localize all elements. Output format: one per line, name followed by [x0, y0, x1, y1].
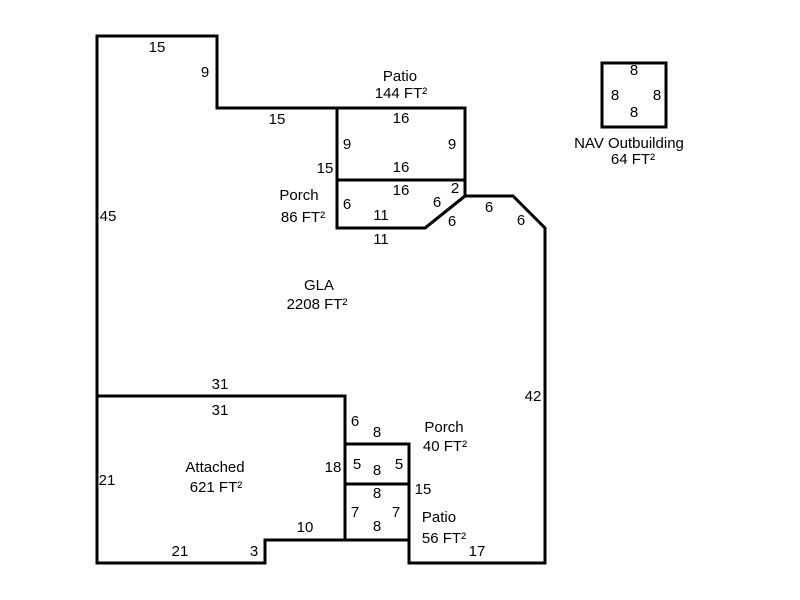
outbuilding-name: NAV Outbuilding [574, 135, 684, 152]
dim-gla-porch-bottom: 11 [373, 231, 389, 248]
dim-gla-above-porch-bottom: 6 [351, 413, 359, 430]
porch-bottom-name: Porch [424, 419, 463, 436]
dim-patio-top-right: 9 [448, 136, 456, 153]
dim-attached-top: 31 [212, 402, 229, 419]
outbuilding-outline[interactable] [600, 61, 668, 129]
dim-gla-right-of-porch-patio: 15 [415, 481, 432, 498]
dim-porch-top-bottom: 11 [373, 207, 389, 224]
dim-gla-right-of-patio: 15 [317, 160, 334, 177]
porch-bottom-area: 40 FT² [423, 438, 467, 455]
dim-outbuilding-bottom: 8 [630, 104, 638, 121]
dim-attached-step-horizontal: 10 [297, 519, 314, 536]
patio-top-area: 144 FT² [375, 85, 428, 102]
patio-bottom-area: 56 FT² [422, 530, 466, 547]
dim-porch-top-top: 16 [393, 182, 410, 199]
dim-patio-top-top: 16 [393, 110, 410, 127]
attached-outline[interactable] [95, 394, 347, 565]
dim-patio-top-bottom: 16 [393, 159, 410, 176]
dim-attached-bottom: 21 [172, 543, 189, 560]
dim-gla-diag-right: 6 [517, 212, 525, 229]
dim-gla-left: 45 [100, 208, 117, 225]
attached-name: Attached [185, 459, 244, 476]
porch-top-area: 86 FT² [281, 209, 325, 226]
dim-attached-right: 18 [325, 459, 342, 476]
dim-gla-diag-lower: 6 [448, 213, 456, 230]
dim-attached-left: 21 [99, 472, 116, 489]
dim-porch-top-left: 6 [343, 196, 351, 213]
dim-patio-bottom-top: 8 [373, 485, 381, 502]
dim-porch-bottom-right: 5 [395, 456, 403, 473]
outbuilding-area: 64 FT² [611, 151, 655, 168]
dim-gla-flat-right: 6 [485, 199, 493, 216]
dim-gla-step-vertical: 9 [201, 64, 209, 81]
porch-top-name: Porch [279, 187, 318, 204]
dim-gla-bottom: 17 [469, 543, 486, 560]
patio-top-name: Patio [383, 68, 417, 85]
dim-gla-step-horizontal: 15 [269, 111, 286, 128]
dim-porch-bottom-top: 8 [373, 424, 381, 441]
dim-outbuilding-right: 8 [653, 87, 661, 104]
porch-top-outline[interactable] [335, 178, 467, 230]
dim-porch-bottom-bottom: 8 [373, 462, 381, 479]
dim-gla-top: 15 [149, 39, 166, 56]
dim-attached-step-vertical: 3 [250, 543, 258, 560]
gla-name: GLA [304, 277, 334, 294]
attached-area: 621 FT² [190, 479, 243, 496]
dim-gla-right: 42 [525, 388, 542, 405]
patio-bottom-outline[interactable] [343, 482, 411, 542]
gla-area: 2208 FT² [287, 296, 348, 313]
patio-bottom-name: Patio [422, 509, 456, 526]
dim-gla-above-attached: 31 [212, 376, 229, 393]
dim-outbuilding-left: 8 [611, 87, 619, 104]
dim-porch-bottom-left: 5 [353, 456, 361, 473]
dim-patio-bottom-left: 7 [351, 504, 359, 521]
dim-porch-top-diag: 6 [433, 194, 441, 211]
dim-outbuilding-top: 8 [630, 62, 638, 79]
dim-patio-top-left: 9 [343, 136, 351, 153]
dim-porch-top-right: 2 [451, 180, 459, 197]
dim-patio-bottom-right: 7 [392, 504, 400, 521]
dim-patio-bottom-bottom: 8 [373, 518, 381, 535]
